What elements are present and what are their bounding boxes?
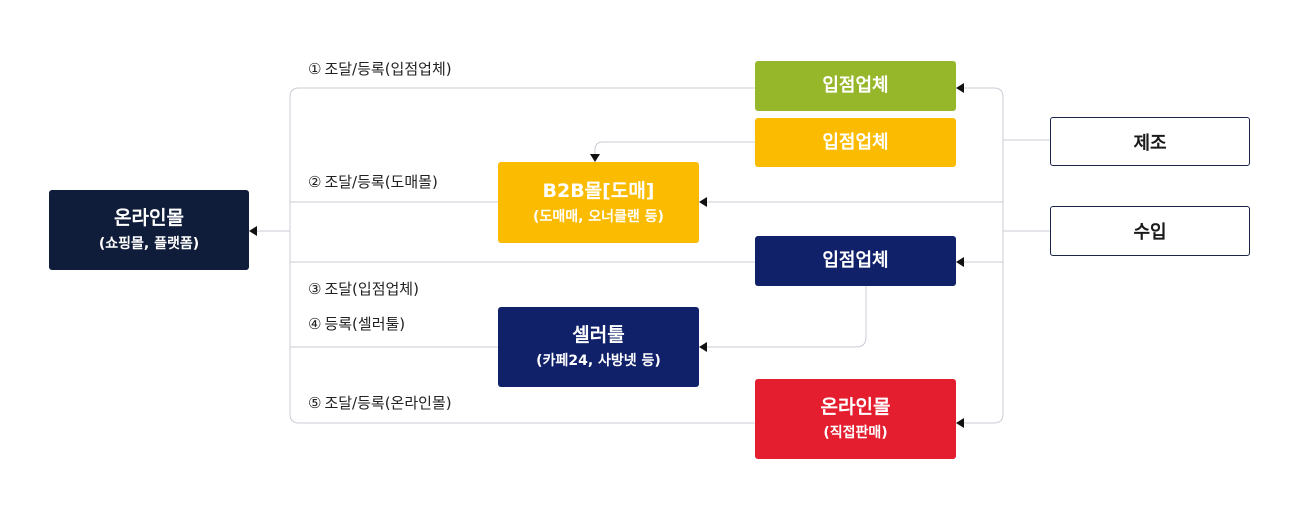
flow-label-4-text: 등록(셀러툴) <box>324 315 406 333</box>
b2b-mall-node: B2B몰[도매] (도매매, 오너클랜 등) <box>498 162 699 243</box>
seller-tool-title: 셀러툴 <box>572 324 625 346</box>
online-mall-direct-subtitle: (직접판매) <box>823 425 888 441</box>
b2b-mall-subtitle: (도매매, 오너클랜 등) <box>533 208 664 225</box>
online-mall-main-title: 온라인몰 <box>114 207 184 229</box>
manufacture-title: 제조 <box>1133 132 1167 154</box>
online-mall-direct-node: 온라인몰 (직접판매) <box>755 379 956 459</box>
flow-label-3-text: 조달(입점업체) <box>324 280 419 298</box>
flow-label-5-number: ⑤ <box>308 394 322 412</box>
online-mall-main-subtitle: (쇼핑몰, 플랫폼) <box>98 236 200 252</box>
flow-label-5-text: 조달/등록(온라인몰) <box>324 394 452 412</box>
arrowhead-main-mall <box>249 226 257 236</box>
arrowhead-seller <box>699 342 707 352</box>
flow-label-4-number: ④ <box>308 315 322 333</box>
flow-label-2-number: ② <box>308 173 322 191</box>
arrowhead-vendor-blue <box>956 257 964 267</box>
vendor-blue-to-seller-line <box>700 286 867 348</box>
import-title: 수입 <box>1133 222 1167 243</box>
arrowhead-vendor-green <box>956 83 964 93</box>
vendor-amber-node: 입점업체 <box>755 118 956 167</box>
arrowhead-online-direct <box>956 418 964 428</box>
online-mall-main-node: 온라인몰 (쇼핑몰, 플랫폼) <box>49 190 249 270</box>
seller-tool-subtitle: (카페24, 사방넷 등) <box>536 353 661 369</box>
arrowhead-b2b-right <box>699 197 707 207</box>
seller-tool-node: 셀러툴 (카페24, 사방넷 등) <box>498 307 699 387</box>
right-bracket-line <box>958 87 1004 140</box>
flow-label-2-text: 조달/등록(도매몰) <box>324 173 438 191</box>
import-node: 수입 <box>1050 206 1250 256</box>
vendor-green-title: 입점업체 <box>822 75 889 96</box>
arrowhead-b2b-top <box>590 154 600 162</box>
vendor-blue-node: 입점업체 <box>755 236 956 286</box>
flow-label-1-number: ① <box>308 60 322 78</box>
vendor-blue-title: 입점업체 <box>822 250 889 271</box>
manufacture-node: 제조 <box>1050 117 1250 166</box>
left-bracket-line <box>289 87 755 424</box>
online-mall-direct-title: 온라인몰 <box>820 396 891 418</box>
vendor-amber-title: 입점업체 <box>822 131 889 153</box>
flow-label-1-text: 조달/등록(입점업체) <box>324 60 452 78</box>
amber-to-b2b-line <box>594 141 755 160</box>
b2b-mall-title: B2B몰[도매] <box>542 179 655 202</box>
vendor-green-node: 입점업체 <box>755 61 956 111</box>
right-bracket-line-lower <box>958 140 1004 424</box>
flow-label-3-number: ③ <box>308 280 322 298</box>
